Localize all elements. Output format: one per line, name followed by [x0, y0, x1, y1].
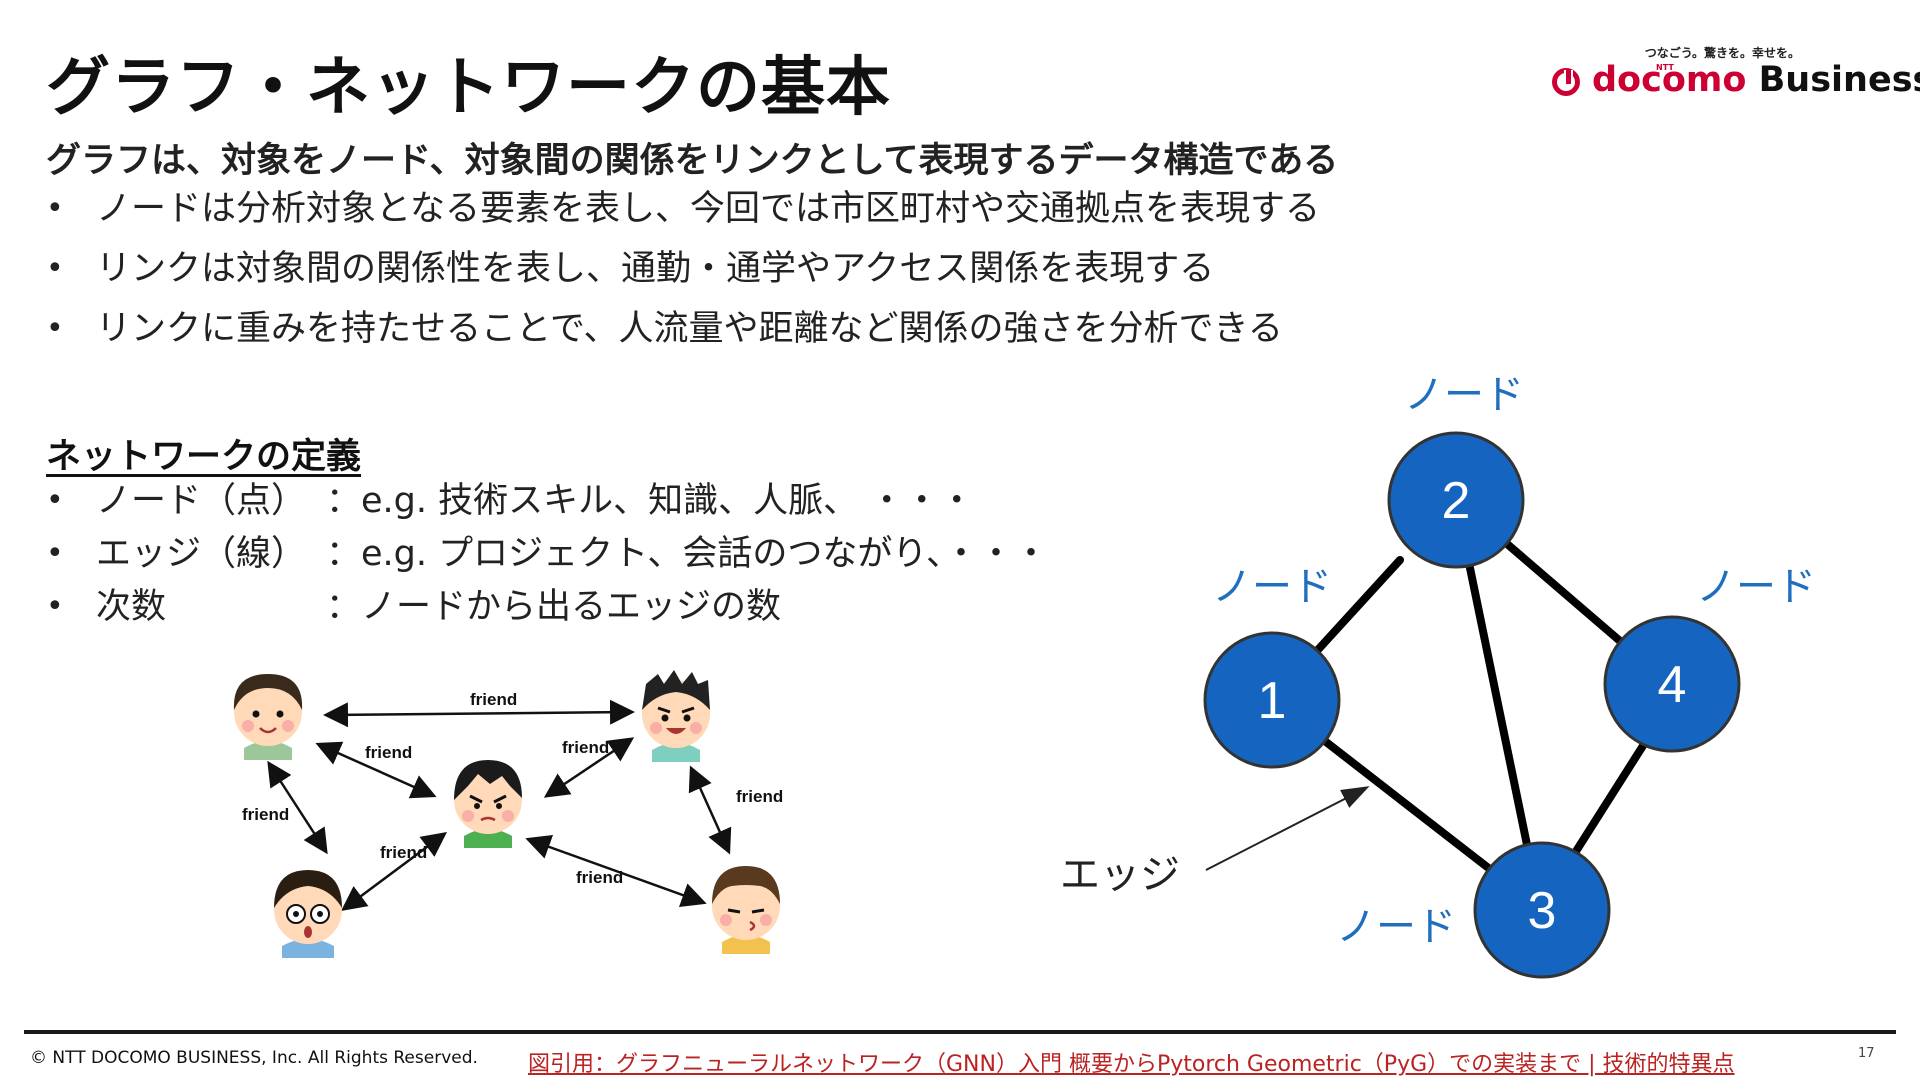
copyright-text: © NTT DOCOMO BUSINESS, Inc. All Rights R…: [30, 1048, 478, 1068]
bullet-item: リンクは対象間の関係性を表し、通勤・通学やアクセス関係を表現する: [46, 248, 1320, 308]
friend-edge-label: friend: [562, 738, 609, 757]
friend-edge-label: friend: [380, 843, 427, 862]
graph-edge: [1452, 496, 1544, 912]
person-face-icon: [454, 760, 522, 848]
definition-term: 次数: [96, 587, 167, 627]
node-caption: ノード: [1696, 564, 1816, 610]
edge-pointer-arrow: [1205, 786, 1370, 871]
page-number: 17: [1858, 1046, 1875, 1061]
citation-link[interactable]: 図引用：グラフニューラルネットワーク（GNN）入門 概要からPytorch Ge…: [528, 1052, 1735, 1077]
graph-node: 1: [1203, 631, 1341, 769]
graph-diagram: 1 2 3 4 ノード ノード ノード ノード エッジ: [1060, 372, 1816, 979]
node-caption: ノード: [1212, 564, 1332, 610]
power-mark-icon: [1552, 68, 1580, 96]
graph-node: 3: [1473, 841, 1611, 979]
lead-sentence: グラフは、対象をノード、対象間の関係をリンクとして表現するデータ構造である: [46, 141, 1339, 181]
bullet-item: ノードは分析対象となる要素を表し、今回では市区町村や交通拠点を表現する: [46, 188, 1320, 248]
docomo-business-logo: つなごう。驚きを。幸せを。 NTT docomo Business: [1548, 40, 1920, 112]
person-face-icon: [712, 866, 780, 954]
logo-tagline: つなごう。驚きを。幸せを。: [1644, 46, 1800, 60]
bullet-item: リンクに重みを持たせることで、人流量や距離など関係の強さを分析できる: [46, 308, 1320, 368]
graph-node: 4: [1603, 615, 1741, 753]
logo-ntt: NTT: [1656, 63, 1674, 72]
node-caption: ノード: [1336, 904, 1456, 950]
friend-edge-label: friend: [736, 787, 783, 806]
friend-edge-label: friend: [242, 805, 289, 824]
definition-desc: ：e.g. 技術スキル、知識、人脈、 ・・・: [326, 481, 975, 521]
definition-item: ノード（点） ：e.g. 技術スキル、知識、人脈、 ・・・: [46, 480, 1049, 533]
friend-edge: [543, 737, 635, 798]
person-face-icon: [233, 674, 303, 760]
friend-edge-label: friend: [365, 743, 412, 762]
graph-node: 2: [1387, 431, 1525, 569]
edge-caption: エッジ: [1060, 852, 1180, 898]
bullet-list: ノードは分析対象となる要素を表し、今回では市区町村や交通拠点を表現する リンクは…: [46, 188, 1320, 368]
definition-desc: ：e.g. プロジェクト、会話のつながり、・・・: [326, 534, 1049, 574]
graph-node-label: 4: [1658, 656, 1687, 714]
definition-term: ノード（点）: [96, 481, 307, 521]
definition-item: 次数 ：ノードから出るエッジの数: [46, 586, 1049, 639]
logo-brand: docomo Business: [1592, 60, 1920, 100]
friend-edge: [267, 760, 328, 855]
friend-edge: [688, 765, 732, 855]
definition-term: エッジ（線）: [96, 534, 307, 574]
friend-edge-label: friend: [576, 868, 623, 887]
graph-node-label: 3: [1528, 882, 1557, 940]
friend-edge: [525, 835, 707, 907]
definition-item: エッジ（線） ：e.g. プロジェクト、会話のつながり、・・・: [46, 533, 1049, 586]
friend-edge: [340, 832, 448, 911]
person-face-icon: [274, 870, 342, 958]
definition-list: ノード（点） ：e.g. 技術スキル、知識、人脈、 ・・・ エッジ（線） ：e.g.…: [46, 480, 1049, 639]
definition-desc: ：ノードから出るエッジの数: [326, 587, 782, 627]
graph-node-label: 1: [1258, 672, 1287, 730]
node-caption: ノード: [1404, 372, 1524, 418]
friend-edge: [315, 741, 437, 799]
slide-title: グラフ・ネットワークの基本: [46, 51, 891, 125]
friend-edge: [323, 699, 635, 728]
footer-divider: [24, 1030, 1896, 1034]
logo-docomo: docomo: [1592, 60, 1747, 100]
graph-node-label: 2: [1442, 472, 1471, 530]
logo-business: Business: [1758, 60, 1920, 100]
person-face-icon: [642, 670, 710, 762]
definition-heading: ネットワークの定義: [46, 437, 362, 477]
friend-edge-label: friend: [470, 690, 517, 709]
friend-network-illustration: friend friend friend friend friend frien…: [233, 670, 783, 958]
